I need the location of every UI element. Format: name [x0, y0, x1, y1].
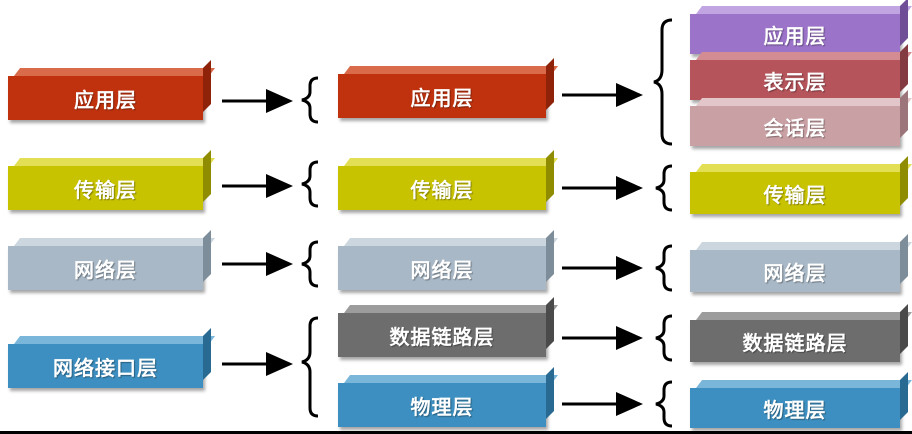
layer-box-physical-mid: 物理层 [338, 383, 546, 427]
layer-box-datalink-mid: 数据链路层 [338, 313, 546, 357]
brace-icon [655, 164, 673, 212]
layer-box-network-mid: 网络层 [338, 246, 546, 290]
layer-label: 会话层 [763, 115, 827, 140]
bottom-rule [0, 431, 912, 434]
brace-icon [653, 18, 673, 146]
layer-label: 数据链路层 [389, 324, 495, 349]
layer-label: 物理层 [763, 397, 827, 422]
layer-box-datalink-right: 数据链路层 [690, 320, 900, 362]
brace-icon [301, 316, 319, 418]
layer-box-network-interface-left: 网络接口层 [8, 344, 203, 388]
layer-label: 表示层 [763, 69, 827, 94]
layer-label: 传输层 [410, 177, 474, 202]
brace-icon [655, 314, 673, 362]
layer-box-application-right: 应用层 [690, 14, 900, 54]
brace-icon [301, 160, 319, 208]
layer-box-application-mid: 应用层 [338, 74, 546, 118]
layer-box-transport-left: 传输层 [8, 166, 203, 210]
layer-label: 传输层 [763, 182, 827, 207]
brace-icon [655, 244, 673, 292]
layer-label: 网络层 [763, 260, 827, 285]
layer-label: 应用层 [763, 23, 827, 48]
layer-label: 数据链路层 [742, 330, 848, 355]
layer-label: 传输层 [74, 177, 137, 202]
layer-box-transport-mid: 传输层 [338, 166, 546, 210]
brace-icon [301, 76, 319, 124]
layer-box-transport-right: 传输层 [690, 172, 900, 214]
layer-label: 网络层 [410, 257, 474, 282]
layer-box-session-right: 会话层 [690, 106, 900, 146]
layer-box-presentation-right: 表示层 [690, 60, 900, 100]
layer-label: 应用层 [74, 87, 137, 112]
brace-icon [655, 380, 673, 428]
layer-box-physical-right: 物理层 [690, 388, 900, 428]
layer-label: 应用层 [410, 85, 474, 110]
layer-box-network-left: 网络层 [8, 246, 203, 290]
layer-label: 网络接口层 [53, 355, 158, 380]
layer-label: 物理层 [410, 394, 474, 419]
layer-box-network-right: 网络层 [690, 250, 900, 292]
layer-box-application-left: 应用层 [8, 76, 203, 120]
layer-label: 网络层 [74, 257, 137, 282]
brace-icon [301, 240, 319, 288]
